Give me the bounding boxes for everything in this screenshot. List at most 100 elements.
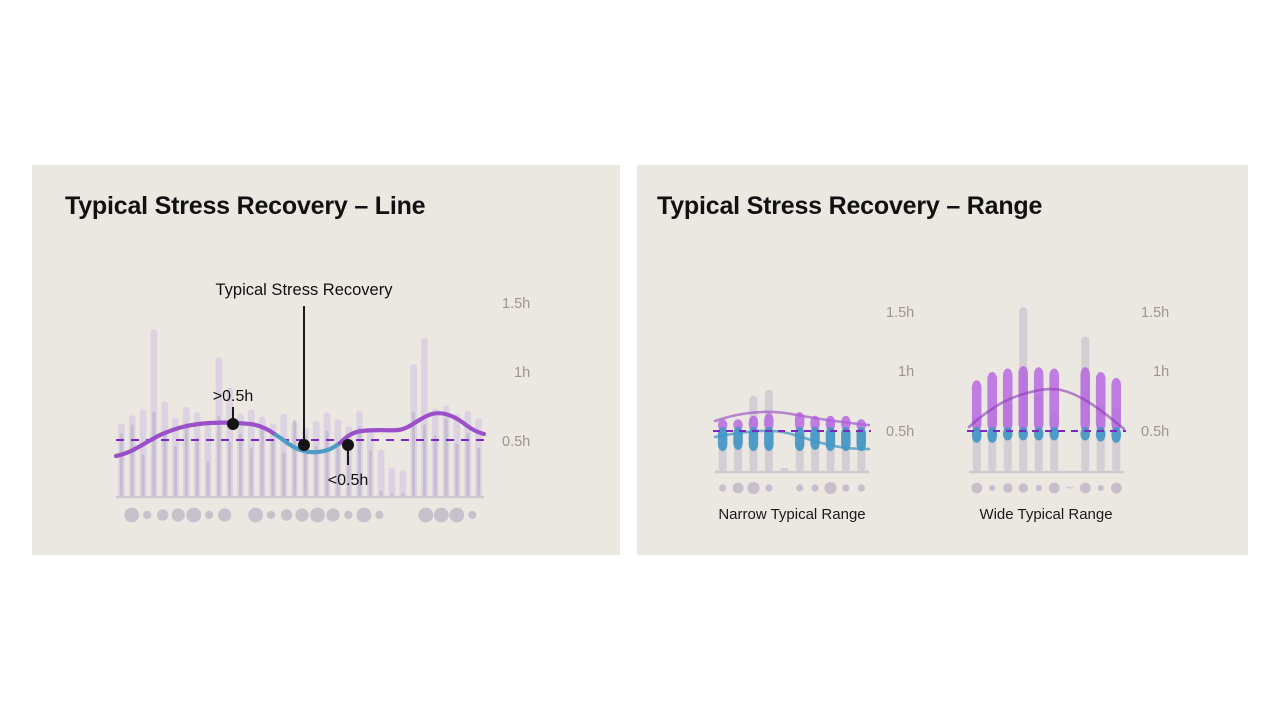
range-band-dark — [412, 411, 416, 497]
range-band-dark — [293, 420, 297, 497]
range-band-dark — [422, 424, 427, 497]
activity-dot — [796, 484, 804, 492]
range-band-dark — [184, 422, 188, 497]
panel-title-range: Typical Stress Recovery – Range — [657, 192, 1043, 220]
range-bar-lower — [810, 427, 820, 450]
activity-dot — [1079, 482, 1091, 494]
activity-dot — [449, 507, 465, 523]
activity-dot — [842, 484, 850, 492]
range-bar-upper — [748, 415, 759, 431]
recovery-curve-purple-right — [337, 411, 487, 446]
activity-dot — [989, 485, 996, 491]
axis-tick-1-5h: 1.5h — [502, 296, 530, 312]
range-bar-lower — [764, 427, 774, 452]
annotation-typical-stress-recovery: Typical Stress Recovery — [216, 281, 394, 299]
chart-wide-typical-range: 1.5h 1h 0.5h Wide Typical Range — [967, 305, 1169, 523]
narrow-activity-dot-row — [719, 482, 865, 494]
activity-dot — [205, 510, 214, 520]
range-band-dark — [477, 447, 481, 497]
range-band-dark — [217, 415, 221, 497]
activity-dot — [124, 507, 140, 523]
range-band-dark — [119, 432, 123, 497]
range-band-dark — [444, 417, 448, 497]
range-bar-upper — [794, 412, 805, 431]
range-band-dark — [260, 426, 264, 497]
range-bar-upper — [1049, 368, 1059, 431]
activity-dot — [971, 482, 983, 494]
range-bar-upper — [1033, 367, 1044, 431]
range-band-dark — [282, 452, 286, 497]
range-band-dark — [347, 456, 351, 497]
annotation-below-threshold: <0.5h — [328, 472, 368, 489]
range-band-light — [377, 449, 385, 497]
range-band-dark — [130, 424, 134, 497]
range-bands — [118, 329, 482, 497]
activity-dot — [157, 509, 169, 521]
activity-dot — [811, 484, 819, 492]
activity-dot — [186, 507, 202, 523]
narrow-range-bars — [717, 412, 866, 452]
activity-dot — [218, 508, 232, 522]
range-bar-lower — [1018, 427, 1028, 441]
wide-activity-dot-row — [971, 482, 1122, 494]
range-bar-upper — [1095, 372, 1106, 431]
axis-tick-1h: 1h — [514, 365, 530, 381]
range-bar-lower — [717, 427, 728, 452]
range-bar-lower — [1033, 427, 1044, 441]
range-bar-lower — [825, 427, 836, 452]
range-bar-lower — [1111, 427, 1121, 443]
activity-dot — [1018, 483, 1029, 493]
range-bar-lower — [841, 427, 851, 452]
activity-dot — [1035, 485, 1042, 491]
range-band-light — [139, 409, 147, 497]
chart-narrow-typical-range: 1.5h 1h 0.5h Narrow Typical Range — [713, 305, 914, 523]
recovery-curve-blue — [273, 432, 343, 455]
activity-dot — [857, 484, 865, 492]
activity-dot — [747, 482, 760, 494]
activity-dot — [1003, 483, 1013, 493]
range-bar-upper — [1018, 366, 1028, 431]
range-band-dark — [357, 426, 362, 497]
activity-dot — [824, 482, 837, 494]
range-bar-lower — [856, 427, 866, 452]
range-band-dark — [455, 443, 459, 497]
range-bar-lower — [748, 427, 759, 452]
range-bar-upper — [987, 372, 997, 431]
range-bar-lower — [987, 427, 997, 443]
activity-dot — [468, 510, 477, 520]
annotation-above-threshold: >0.5h — [213, 388, 253, 405]
callout-dot-main — [298, 439, 310, 451]
activity-dot — [171, 508, 185, 522]
wide-typical-line — [967, 387, 1126, 431]
range-bar-lower — [1002, 427, 1013, 441]
activity-dot — [356, 507, 372, 523]
range-band-dark — [466, 432, 470, 497]
range-band-dark — [271, 439, 275, 497]
range-bar-lower — [1095, 427, 1106, 442]
range-band-dark — [379, 490, 383, 497]
activity-dot — [765, 484, 773, 492]
range-band-light — [388, 467, 396, 497]
wide-subchart-label: Wide Typical Range — [979, 506, 1112, 523]
range-bar-upper — [841, 415, 851, 431]
range-bar-lower — [794, 427, 805, 452]
range-band-dark — [206, 460, 210, 497]
activity-dot — [310, 507, 325, 523]
recovery-curve-purple-left — [113, 420, 279, 459]
range-band-dark — [368, 449, 372, 497]
chart-line: Typical Stress Recovery >0.5h <0.5h 1.5h… — [113, 281, 530, 523]
panel-title-line: Typical Stress Recovery – Line — [65, 192, 426, 220]
wide-axis-tick-1-5h: 1.5h — [1141, 305, 1169, 321]
activity-dot — [326, 508, 340, 522]
wide-axis-tick-1h: 1h — [1153, 364, 1169, 380]
wide-axis-tick-0-5h: 0.5h — [1141, 424, 1169, 440]
range-band-dark — [336, 441, 340, 497]
activity-dot — [295, 508, 309, 522]
activity-dot — [418, 507, 434, 523]
narrow-subchart-label: Narrow Typical Range — [718, 506, 865, 523]
range-band-dark — [195, 437, 199, 497]
callout-dot-below — [342, 439, 354, 451]
activity-dot — [248, 507, 263, 523]
activity-dot — [719, 484, 727, 492]
